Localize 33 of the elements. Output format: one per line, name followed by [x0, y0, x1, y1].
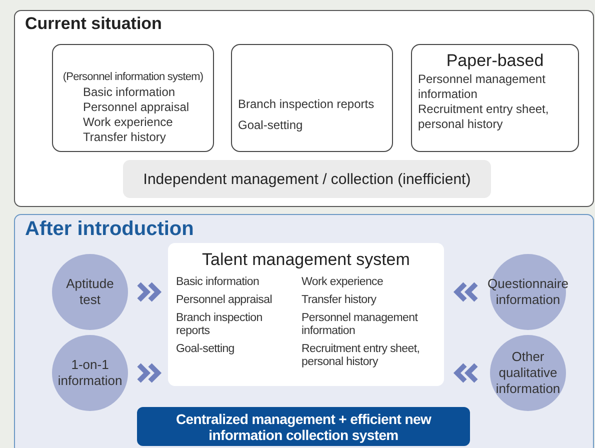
- list-item: Personnel appraisal: [82, 100, 190, 115]
- circle-label: Questionnaire information: [488, 276, 568, 308]
- list-item: Goal-setting: [176, 343, 236, 356]
- list-item: Personnel management information: [302, 312, 419, 338]
- list-item: Transfer history: [82, 130, 167, 145]
- list-item: Personnel appraisal: [176, 294, 273, 307]
- list-item: Basic information: [176, 276, 260, 289]
- list-item: Work experience: [82, 115, 174, 130]
- list-item: Transfer history: [302, 294, 378, 307]
- list-item: Personnel management information: [418, 72, 546, 102]
- section-title: After introduction: [25, 218, 194, 241]
- circle-label: Aptitude test: [65, 276, 115, 308]
- source-card: [231, 44, 393, 152]
- banner-text: Centralized management + efficient new information collection system: [174, 410, 432, 442]
- list-item: Recruitment entry sheet, personal history: [302, 343, 421, 369]
- list-item: Recruitment entry sheet, personal history: [418, 102, 550, 132]
- section-panel: [14, 10, 594, 207]
- list-item: Work experience: [302, 276, 384, 289]
- circle-label: Other qualitative information: [496, 349, 560, 397]
- section-title: Current situation: [25, 14, 162, 34]
- list-item: Branch inspection reports: [238, 97, 376, 112]
- card-title: Paper-based: [445, 50, 545, 72]
- circle-label: 1-on-1 information: [58, 357, 122, 389]
- card-subtitle: (Personnel information system): [62, 70, 204, 85]
- list-item: Branch inspection reports: [176, 312, 264, 338]
- section-panel: [14, 214, 594, 448]
- list-item: Basic information: [82, 85, 176, 100]
- list-item: Goal-setting: [238, 118, 304, 133]
- source-card: [411, 44, 579, 152]
- source-card: [52, 44, 214, 152]
- result-banner: [137, 407, 470, 446]
- card-title: Talent management system: [201, 249, 411, 271]
- banner-text: Independent management / collection (inefficient): [143, 170, 471, 188]
